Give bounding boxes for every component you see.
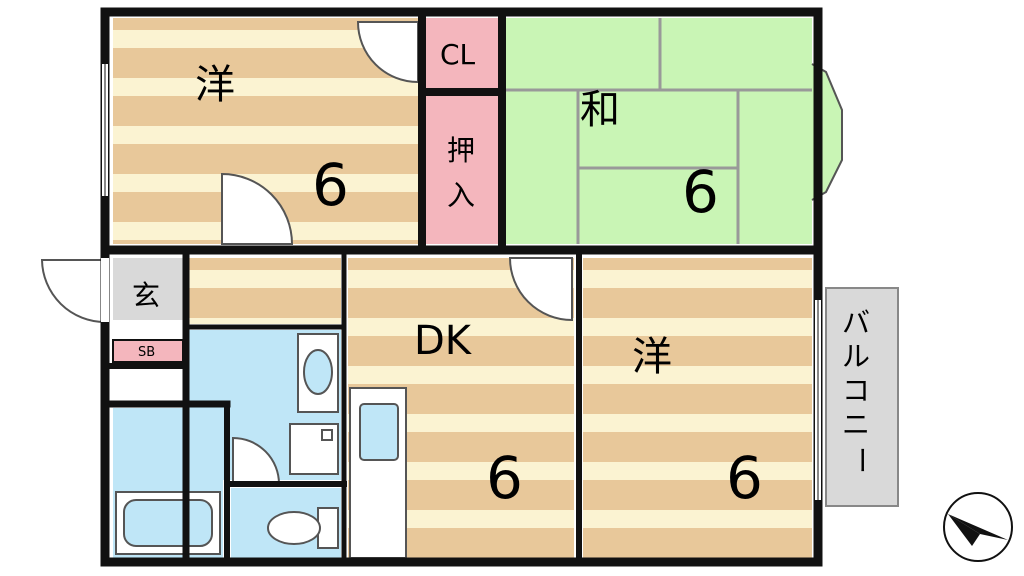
svg-text:ー: ー: [845, 446, 878, 474]
oshiire-label-2: 入: [447, 179, 475, 212]
windows: [101, 64, 821, 500]
washbasin-icon: [297, 333, 339, 413]
western-room-bottom-floor: [583, 258, 812, 558]
svg-text:ニ: ニ: [842, 408, 870, 441]
western-room-top-label: 洋: [195, 62, 235, 108]
svg-text:ル: ル: [842, 340, 870, 373]
door-swings: [40, 21, 573, 485]
closet-floor: [426, 18, 499, 88]
svg-text:コ: コ: [842, 374, 870, 407]
tatami-lines: [505, 18, 812, 244]
balcony-label: バ ル コ ニ ー: [842, 306, 878, 474]
western-room-top-size: 6: [312, 151, 349, 219]
oshiire-label-1: 押: [447, 134, 475, 167]
dk-size: 6: [486, 444, 523, 512]
balcony-floor: [825, 287, 899, 507]
genkan-label: 玄: [132, 279, 160, 312]
walls: [100, 7, 823, 567]
hallway-floor: [189, 258, 341, 324]
closet-label: CL: [440, 38, 476, 71]
oshiire-floor: [426, 96, 499, 244]
toilet-icon: [267, 507, 339, 549]
dk-label: DK: [414, 318, 473, 364]
storage-floor: [113, 370, 183, 400]
bathtub-icon: [115, 491, 221, 555]
compass-icon: [943, 492, 1013, 562]
japanese-room-label: 和: [580, 87, 620, 133]
svg-text:バ: バ: [842, 306, 870, 339]
western-room-bottom-label: 洋: [632, 334, 672, 380]
shoebox-label: SB: [138, 345, 155, 360]
japanese-room-size: 6: [682, 158, 719, 226]
sink-icon: [359, 403, 399, 461]
western-room-bottom-size: 6: [726, 444, 763, 512]
genkan-floor: [113, 258, 183, 320]
washer-icon: [289, 423, 339, 475]
